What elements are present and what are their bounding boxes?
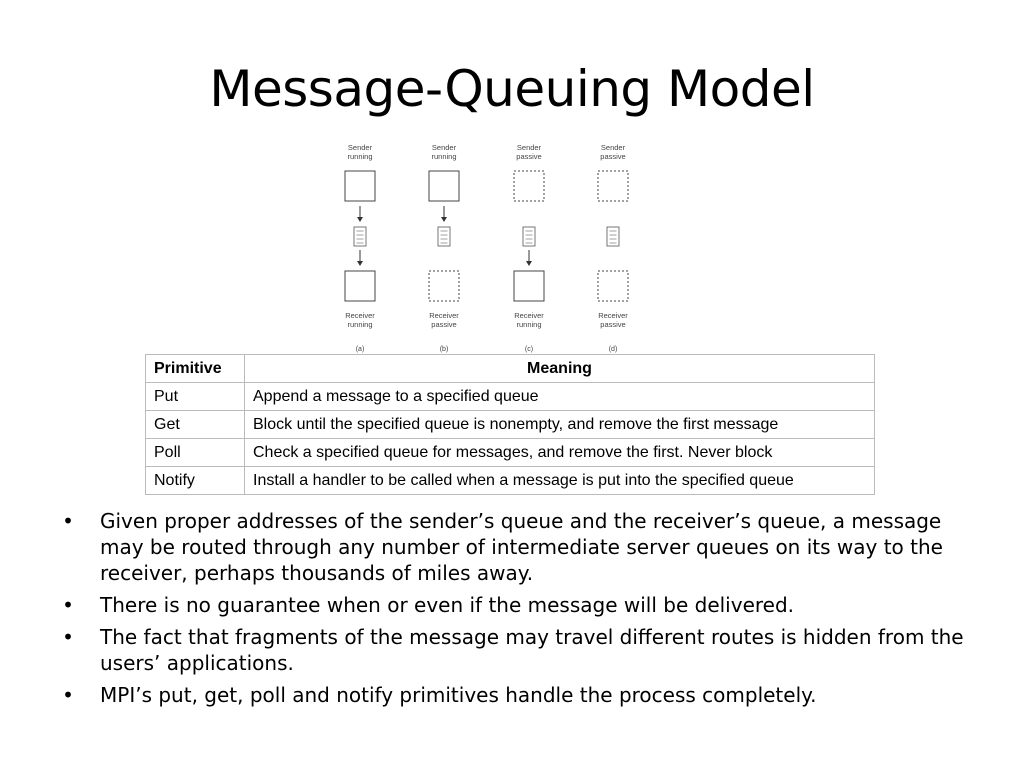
receiver-label: Receiver [345,311,375,320]
arrow-to-receiver-head [357,261,363,266]
table-row: Notify Install a handler to be called wh… [145,466,875,495]
panel-label: (b) [440,346,449,353]
sender-box [344,170,376,202]
row-primitive: Notify [145,466,245,495]
arrow-to-queue-head [357,217,363,222]
row-primitive: Get [145,410,245,439]
bullet-text: The fact that fragments of the message m… [100,625,964,675]
bullet-text: There is no guarantee when or even if th… [100,593,795,617]
sender-state-label: passive [516,152,541,161]
primitives-table: Primitive Meaning Put Append a message t… [145,354,875,495]
row-primitive: Put [145,382,245,411]
row-meaning: Append a message to a specified queue [244,382,875,411]
sender-box [513,170,545,202]
queue-icon [606,226,620,247]
row-meaning: Check a specified queue for messages, an… [244,438,875,467]
receiver-box [428,270,460,302]
bullet-icon: • [62,593,74,617]
header-primitive: Primitive [145,354,245,383]
receiver-label: Receiver [598,311,628,320]
queue-modes-svg: SenderrunningReceiverrunning(a)Senderrun… [344,143,629,353]
row-meaning: Install a handler to be called when a me… [244,466,875,495]
sender-box [428,170,460,202]
table-row: Put Append a message to a specified queu… [145,382,875,411]
slide-title: Message-Queuing Model [209,60,815,118]
bullet-icon: • [62,683,74,707]
row-meaning: Block until the specified queue is nonem… [244,410,875,439]
bullet-text: MPI’s put, get, poll and notify primitiv… [100,683,817,707]
table-row: Get Block until the specified queue is n… [145,410,875,439]
sender-label: Sender [517,143,542,152]
receiver-state-label: passive [600,320,625,329]
table-header-row: Primitive Meaning [145,354,875,383]
list-item: • There is no guarantee when or even if t… [58,592,983,618]
list-item: • Given proper addresses of the sender’s … [58,508,983,586]
panel-label: (d) [609,346,618,353]
row-primitive: Poll [145,438,245,467]
bullet-list: • Given proper addresses of the sender’s … [58,508,983,714]
receiver-state-label: passive [431,320,456,329]
bullet-icon: • [62,625,74,649]
receiver-state-label: running [516,320,541,329]
sender-box [597,170,629,202]
list-item: • MPI’s put, get, poll and notify primiti… [58,682,983,708]
receiver-label: Receiver [514,311,544,320]
sender-state-label: running [431,152,456,161]
sender-label: Sender [432,143,457,152]
queue-icon [522,226,536,247]
receiver-box [513,270,545,302]
list-item: • The fact that fragments of the message … [58,624,983,676]
queue-icon [437,226,451,247]
sender-state-label: running [347,152,372,161]
receiver-label: Receiver [429,311,459,320]
arrow-to-queue-head [441,217,447,222]
panel-label: (c) [525,346,533,353]
sender-label: Sender [601,143,626,152]
panel-label: (a) [356,346,365,353]
table-row: Poll Check a specified queue for message… [145,438,875,467]
receiver-state-label: running [347,320,372,329]
sender-label: Sender [348,143,373,152]
receiver-box [344,270,376,302]
bullet-text: Given proper addresses of the sender’s q… [100,509,943,585]
header-meaning: Meaning [244,354,875,383]
sender-state-label: passive [600,152,625,161]
queue-icon [353,226,367,247]
receiver-box [597,270,629,302]
bullet-icon: • [62,509,74,533]
arrow-to-receiver-head [526,261,532,266]
